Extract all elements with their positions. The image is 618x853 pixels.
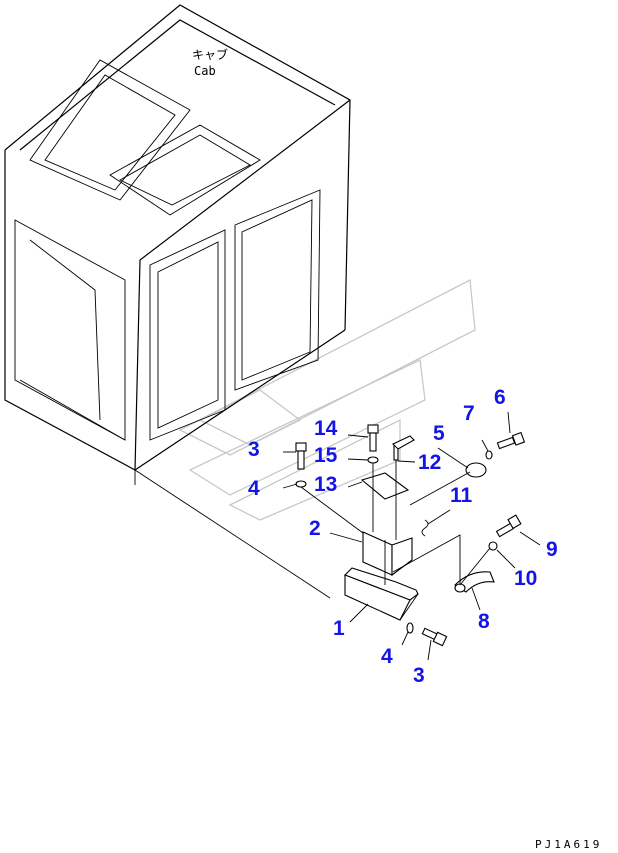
- callout-7: 7: [463, 402, 475, 425]
- callout-4-lower: 4: [381, 645, 393, 668]
- washer-part-15: [367, 456, 379, 464]
- callout-13: 13: [314, 473, 337, 496]
- callout-15: 15: [314, 444, 338, 467]
- callout-4-upper: 4: [248, 477, 260, 500]
- leader-lines: [282, 411, 541, 661]
- callout-6: 6: [494, 386, 506, 409]
- callout-8: 8: [478, 610, 490, 633]
- nut-part-7: [485, 450, 493, 460]
- washer-part-4-lower: [406, 622, 414, 634]
- bracket-part-2: [362, 531, 393, 576]
- callout-2: 2: [309, 517, 321, 540]
- callout-5: 5: [433, 422, 445, 445]
- spring-part: [421, 519, 429, 537]
- callout-3-lower: 3: [413, 664, 425, 687]
- callout-9: 9: [546, 538, 558, 561]
- bolt-part-14: [367, 424, 379, 452]
- plate-part-13: [360, 472, 410, 500]
- bolt-part-6: [496, 431, 526, 450]
- cap-part-11: [465, 462, 487, 478]
- washer-part-10: [488, 541, 498, 551]
- callout-3-upper: 3: [248, 438, 260, 461]
- cab-assembly: [4, 4, 351, 599]
- bolt-part-3-lower: [421, 627, 448, 647]
- callout-10: 10: [514, 567, 537, 590]
- bolt-part-9: [495, 514, 522, 538]
- callout-11: 11: [450, 484, 473, 507]
- figure-code: PJ1A619: [535, 838, 602, 851]
- callout-1: 1: [333, 617, 345, 640]
- pin-part-12: [392, 435, 415, 461]
- callout-14: 14: [314, 417, 338, 440]
- callout-12: 12: [418, 451, 441, 474]
- washer-part-4-upper: [295, 480, 307, 488]
- parts: [295, 424, 526, 647]
- caption-english: Cab: [194, 64, 216, 78]
- caption-japanese: キャブ: [192, 47, 228, 62]
- bolt-part-3-upper: [295, 442, 307, 470]
